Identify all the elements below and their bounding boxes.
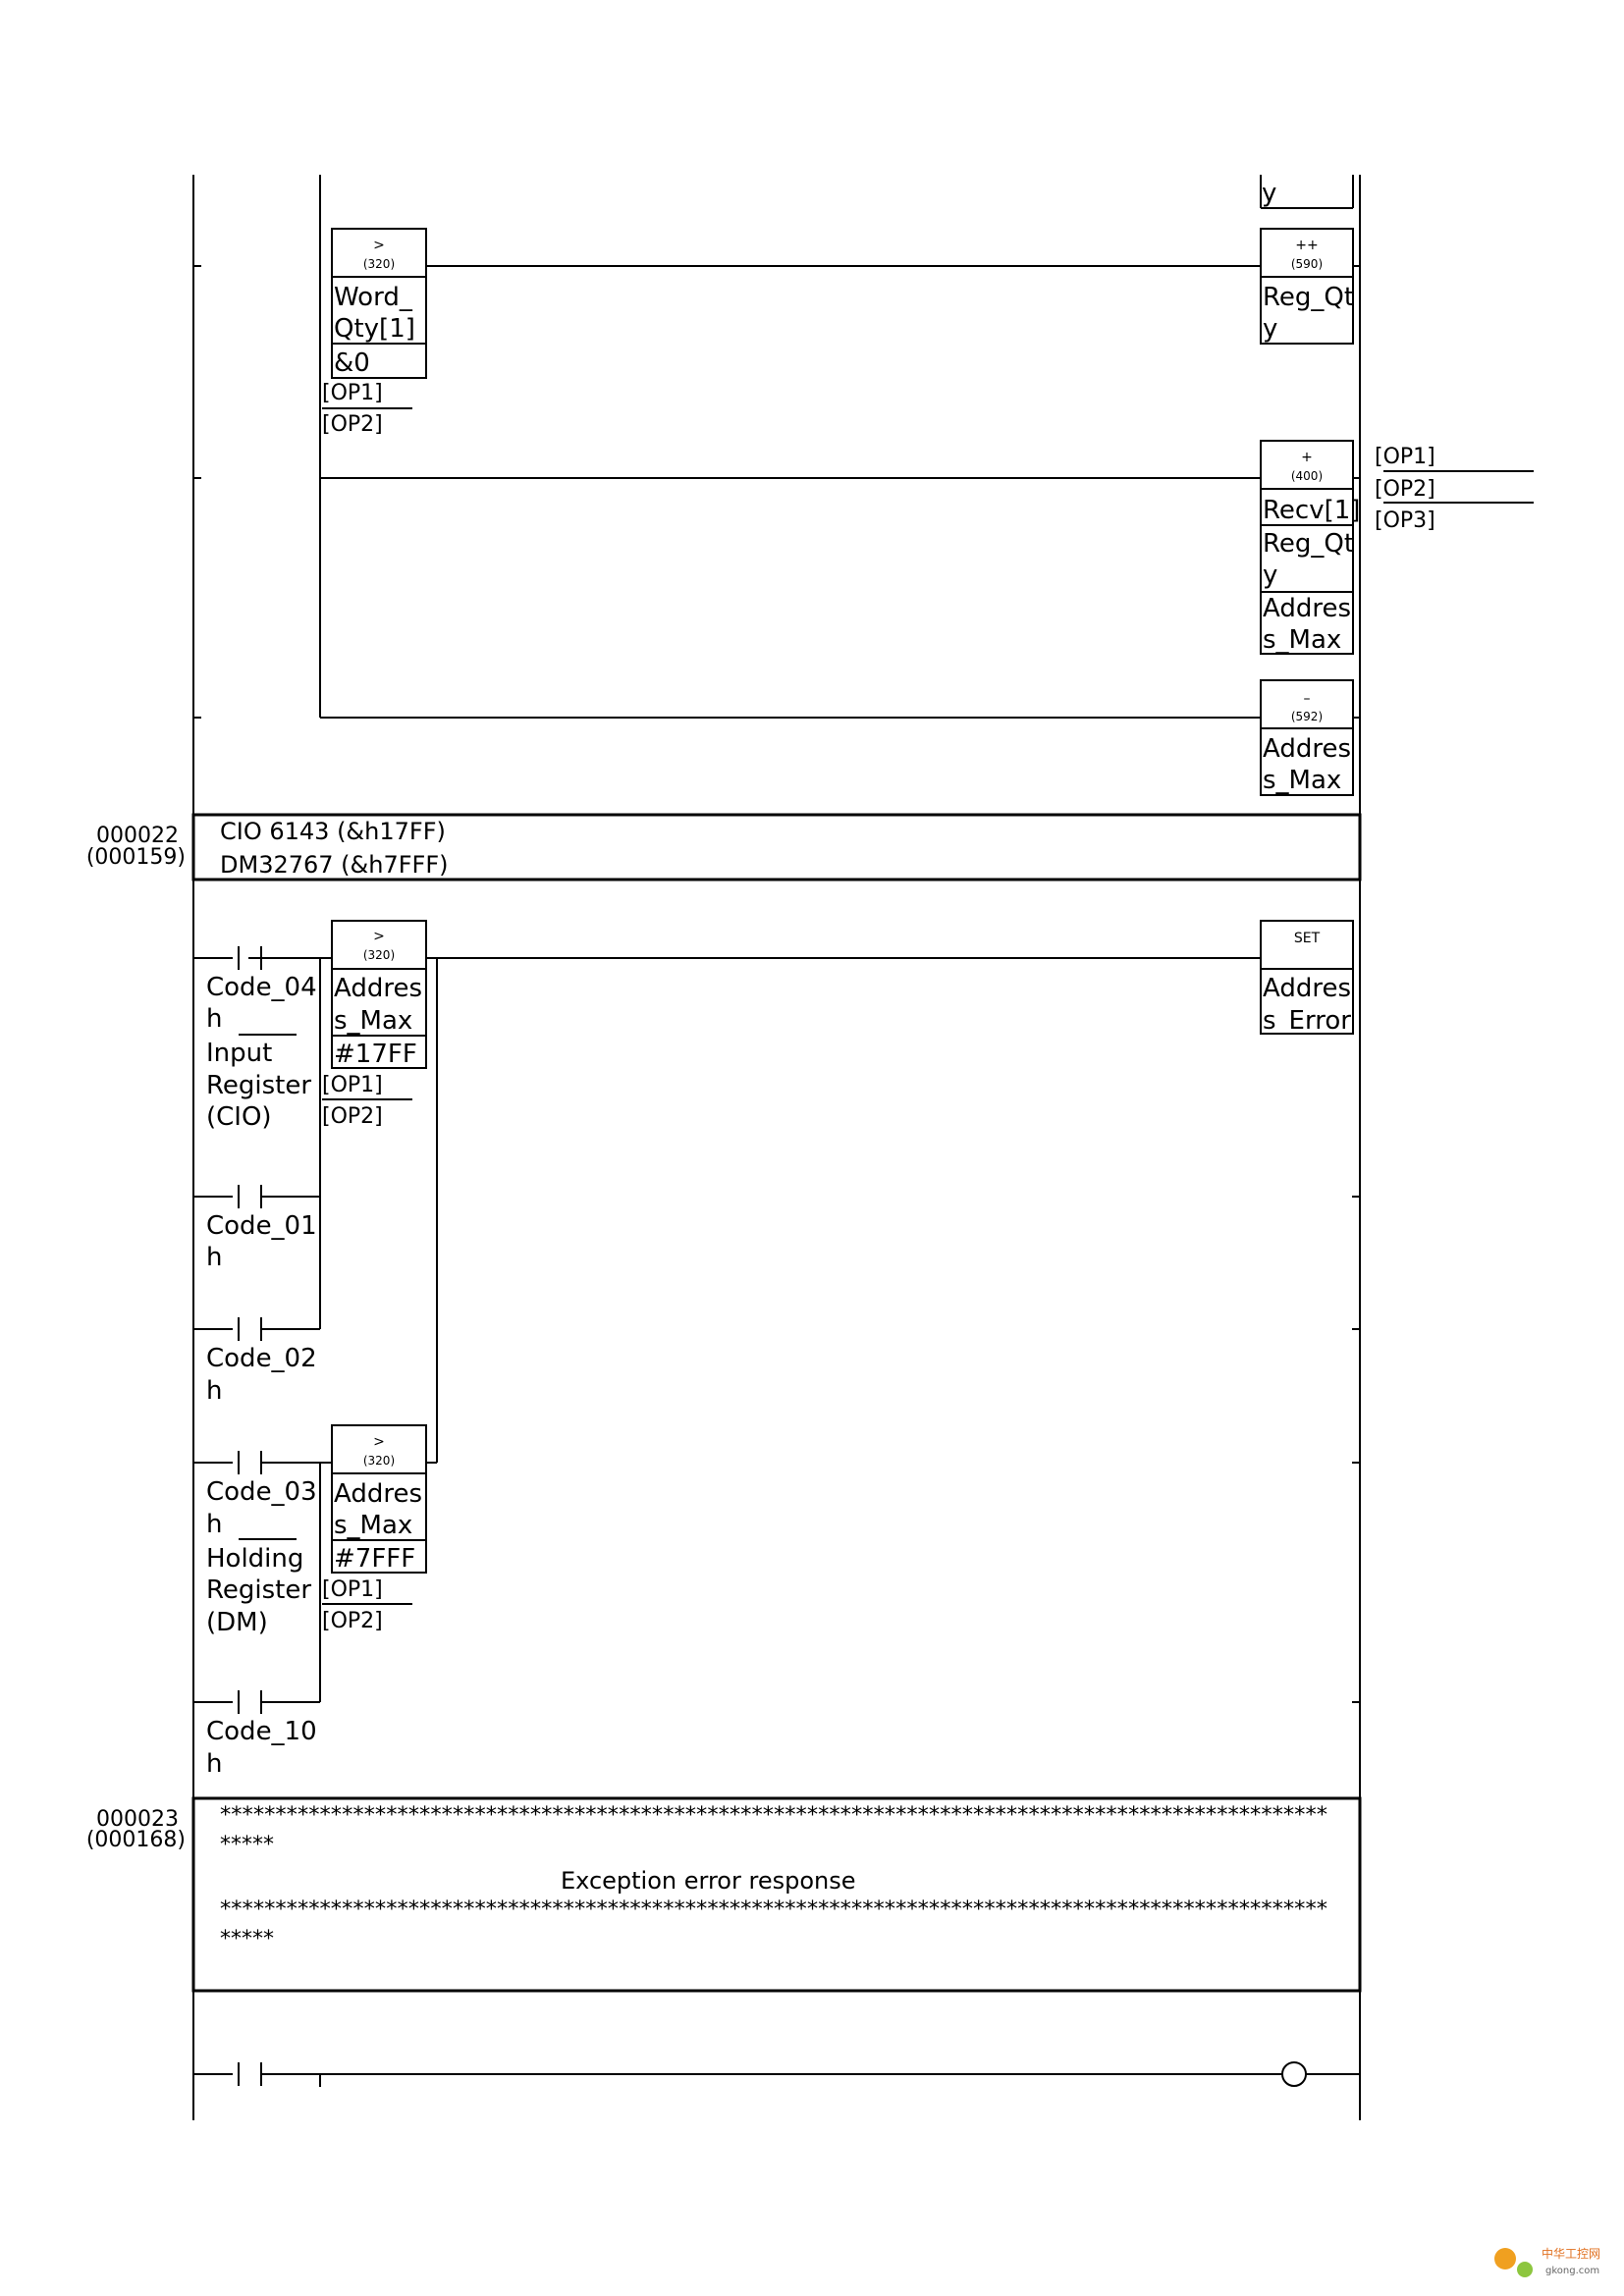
add-op2-l2: y — [1263, 561, 1277, 590]
add-code: (400) — [1291, 469, 1323, 483]
add-box — [1260, 440, 1354, 655]
add-op1: Recv[1] — [1263, 496, 1360, 525]
watermark-logo: 中华工控网 gkong.com — [1494, 2246, 1600, 2277]
compare-box-cio — [331, 920, 427, 1069]
c04-l1: Code_04 — [206, 973, 317, 1002]
cmp-dm-symbol: > — [373, 1434, 385, 1450]
cmp-dm-op2: #7FFF — [334, 1544, 415, 1574]
contact-code-03h — [238, 1451, 262, 1474]
cmp-dm-lbl-op2: [OP2] — [322, 1609, 383, 1633]
cmp-top-op1-l2: Qty[1] — [334, 314, 415, 344]
rung23-stars-line1: ****************************************… — [220, 1803, 1327, 1828]
rung23-stars-tail1: ***** — [220, 1833, 274, 1857]
cmp-cio-op1-l1: Addres — [334, 974, 422, 1003]
rung22-comment-line2: DM32767 (&h7FFF) — [220, 851, 449, 879]
cmp-cio-op2: #17FF — [334, 1040, 417, 1069]
cmp-dm-lbl-op1: [OP1] — [322, 1577, 383, 1602]
contact-code-01h — [238, 1185, 262, 1208]
cmp-top-symbol: > — [373, 238, 385, 253]
inc-op-l1: Reg_Qt — [1263, 283, 1354, 312]
watermark-text-cn: 中华工控网 — [1542, 2246, 1600, 2261]
inc-code: (590) — [1291, 257, 1323, 271]
set-op-l2: s_Error — [1263, 1006, 1351, 1036]
c03-l3: Holding — [206, 1544, 303, 1574]
c03-l5: (DM) — [206, 1608, 268, 1637]
c04-l4: Register — [206, 1071, 311, 1100]
set-label: SET — [1294, 931, 1321, 946]
c02-l1: Code_02 — [206, 1344, 317, 1373]
cmp-top-op1-l1: Word_ — [334, 283, 413, 312]
rung22-comment-line1: CIO 6143 (&h17FF) — [220, 818, 446, 845]
cmp-cio-op1-l2: s_Max — [334, 1006, 412, 1036]
cmp-top-lbl-op1: [OP1] — [322, 381, 383, 405]
dec-op-l2: s_Max — [1263, 766, 1341, 795]
cmp-dm-op1-l2: s_Max — [334, 1511, 412, 1540]
rung23-comment-box — [191, 1796, 1362, 1993]
c03-l4: Register — [206, 1575, 311, 1605]
add-op3-l1: Addres — [1263, 594, 1351, 623]
add-symbol: + — [1301, 450, 1313, 465]
c04-l5: (CIO) — [206, 1102, 272, 1132]
contact-bottom — [238, 2062, 262, 2086]
gear-icon — [1494, 2248, 1516, 2269]
cmp-dm-code: (320) — [363, 1454, 395, 1468]
set-box — [1260, 920, 1354, 1035]
inc-op-l2: y — [1263, 314, 1277, 344]
c01-l1: Code_01 — [206, 1211, 317, 1241]
c04-l3: Input — [206, 1039, 272, 1068]
cmp-cio-lbl-op1: [OP1] — [322, 1073, 383, 1097]
rung23-stars-line2: ****************************************… — [220, 1897, 1327, 1922]
add-lbl-op3: [OP3] — [1375, 508, 1435, 533]
compare-box-word-qty — [331, 228, 427, 379]
watermark-text-url: gkong.com — [1545, 2266, 1599, 2276]
dec-op-l1: Addres — [1263, 734, 1351, 764]
c02-l2: h — [206, 1376, 222, 1406]
dec-symbol: – — [1304, 691, 1311, 707]
dec-code: (592) — [1291, 710, 1323, 723]
rung22-comment-box — [191, 813, 1362, 881]
increment-box — [1260, 228, 1354, 345]
c04-l2: h — [206, 1004, 222, 1034]
output-coil — [1281, 2061, 1307, 2087]
c01-l2: h — [206, 1243, 222, 1272]
add-lbl-op2: [OP2] — [1375, 477, 1435, 502]
cmp-top-code: (320) — [363, 257, 395, 271]
prev-box-tail: y — [1262, 179, 1276, 208]
cmp-cio-code: (320) — [363, 948, 395, 962]
set-op-l1: Addres — [1263, 974, 1351, 1003]
cmp-top-op2: &0 — [334, 348, 370, 378]
rung23-stars-tail2: ***** — [220, 1927, 274, 1951]
add-op3-l2: s_Max — [1263, 625, 1341, 655]
rung23-title: Exception error response — [561, 1867, 855, 1895]
c10-l2: h — [206, 1749, 222, 1779]
add-lbl-op1: [OP1] — [1375, 445, 1435, 469]
rung22-step: (000159) — [86, 845, 186, 870]
decrement-box — [1260, 679, 1354, 796]
contact-code-10h — [238, 1690, 262, 1714]
c03-l2: h — [206, 1510, 222, 1539]
cmp-dm-op1-l1: Addres — [334, 1479, 422, 1509]
c03-l1: Code_03 — [206, 1477, 317, 1507]
rung22-number: 000022 — [96, 824, 179, 848]
cmp-cio-symbol: > — [373, 929, 385, 944]
compare-box-dm — [331, 1424, 427, 1574]
inc-symbol: ++ — [1295, 238, 1318, 253]
add-op2-l1: Reg_Qt — [1263, 529, 1354, 559]
gear-icon-small — [1517, 2262, 1533, 2277]
c10-l1: Code_10 — [206, 1717, 317, 1746]
cmp-cio-lbl-op2: [OP2] — [322, 1104, 383, 1129]
cmp-top-lbl-op2: [OP2] — [322, 412, 383, 437]
contact-code-02h — [238, 1317, 262, 1341]
rung23-step: (000168) — [86, 1828, 186, 1852]
rung23-number: 000023 — [96, 1807, 179, 1832]
